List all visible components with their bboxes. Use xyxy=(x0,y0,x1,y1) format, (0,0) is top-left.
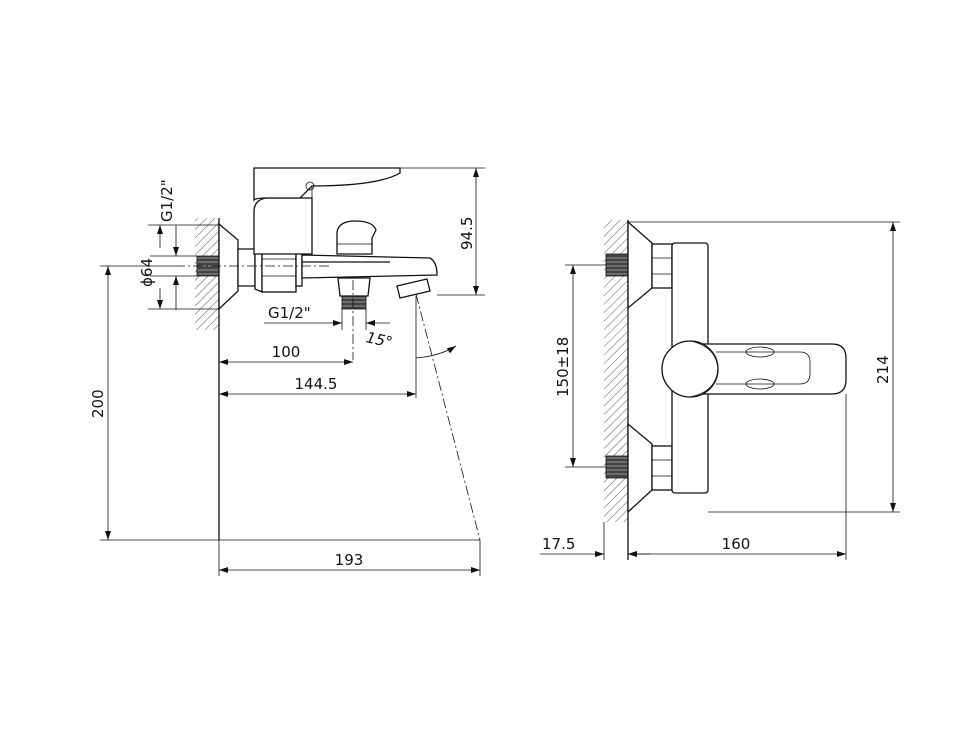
front-lever-inner xyxy=(716,351,811,385)
dim-wall-offset: 17.5 xyxy=(542,535,575,553)
side-handle-column xyxy=(253,197,313,255)
front-thread-top xyxy=(605,253,629,277)
dim-front-width: 160 xyxy=(722,535,751,553)
dim-outlet-thread: G1/2" xyxy=(268,304,311,322)
side-connector-nut xyxy=(237,248,256,287)
dim-outlet-distance: 100 xyxy=(272,343,301,361)
dim-total-height: 214 xyxy=(874,355,892,384)
side-flange xyxy=(218,222,239,311)
side-diverter xyxy=(336,220,377,255)
side-view: G1/2" ϕ64 94.5 G1/2" 15° 100 144.5 xyxy=(89,167,485,576)
dim-inlet-thread: G1/2" xyxy=(158,179,176,222)
side-body-spout xyxy=(301,254,438,279)
dim-total-depth: 193 xyxy=(335,551,364,569)
dim-flange-diameter: ϕ64 xyxy=(138,258,156,287)
front-flange-top xyxy=(627,220,653,310)
front-nut-bottom xyxy=(651,445,673,491)
front-view: 214 150±18 17.5 160 xyxy=(540,220,900,560)
front-thread-bottom xyxy=(605,455,629,479)
dim-side-height: 94.5 xyxy=(458,217,476,250)
side-outlet-thread xyxy=(341,295,367,310)
front-flange-bottom xyxy=(627,422,653,514)
front-nut-top xyxy=(651,243,673,289)
dim-spout-angle: 15° xyxy=(364,328,394,351)
side-spout-tip xyxy=(396,278,431,299)
dim-spout-distance: 144.5 xyxy=(295,375,338,393)
front-cartridge xyxy=(661,340,719,398)
dim-centers: 150±18 xyxy=(554,337,572,397)
dim-mount-height: 200 xyxy=(89,389,107,418)
side-handle-cap xyxy=(253,167,401,202)
